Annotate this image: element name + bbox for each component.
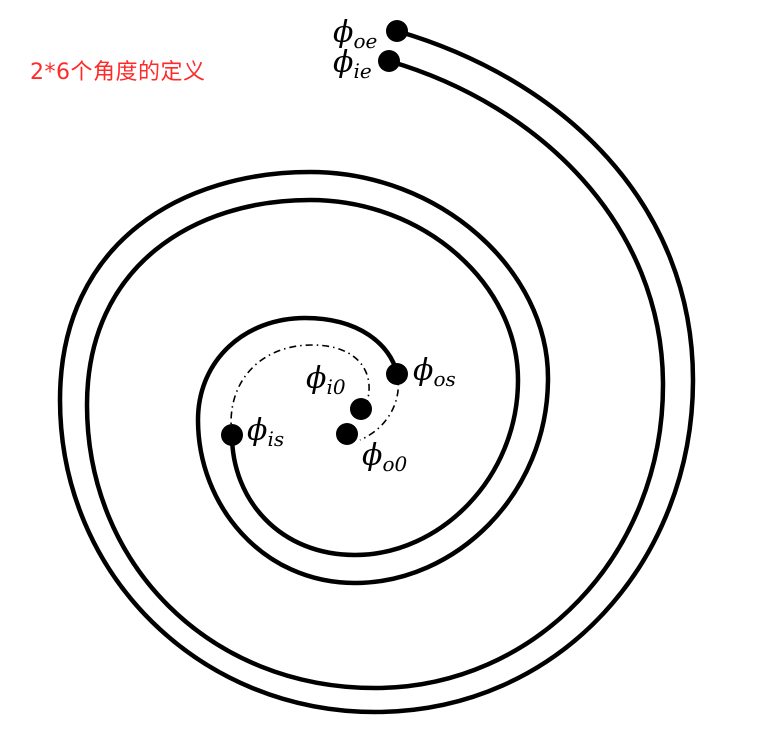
phi-is-subscript: is bbox=[267, 427, 284, 451]
phi-ie-subscript: ie bbox=[353, 59, 371, 83]
phi-os-subscript: os bbox=[433, 367, 455, 391]
phi-os-point bbox=[386, 363, 408, 385]
diagram-caption: 2*6个角度的定义 bbox=[30, 60, 206, 85]
construction-arc bbox=[230, 344, 370, 436]
phi-ie-symbol: ϕ bbox=[333, 45, 353, 80]
phi-o0-point bbox=[336, 423, 358, 445]
phi-is-label: ϕis bbox=[247, 413, 284, 451]
phi-oe-subscript: oe bbox=[353, 29, 377, 53]
inner-scroll-curve bbox=[84, 58, 666, 691]
phi-is-symbol: ϕ bbox=[247, 413, 267, 448]
phi-os-symbol: ϕ bbox=[413, 353, 433, 388]
phi-o0-symbol: ϕ bbox=[362, 438, 382, 473]
outer-scroll-curve bbox=[57, 28, 696, 715]
phi-os-label: ϕos bbox=[413, 353, 456, 391]
phi-o0-subscript: o0 bbox=[382, 452, 407, 476]
phi-oe-point bbox=[386, 20, 408, 42]
phi-o0-label: ϕo0 bbox=[362, 438, 407, 476]
phi-i0-label: ϕi0 bbox=[306, 361, 346, 399]
phi-is-point bbox=[221, 424, 243, 446]
phi-oe-label: ϕoe bbox=[333, 15, 377, 53]
phi-i0-point bbox=[350, 398, 372, 420]
phi-i0-subscript: i0 bbox=[326, 375, 345, 399]
phi-i0-symbol: ϕ bbox=[306, 361, 326, 396]
phi-oe-symbol: ϕ bbox=[333, 15, 353, 50]
phi-ie-point bbox=[378, 50, 400, 72]
phi-ie-label: ϕie bbox=[333, 45, 372, 83]
